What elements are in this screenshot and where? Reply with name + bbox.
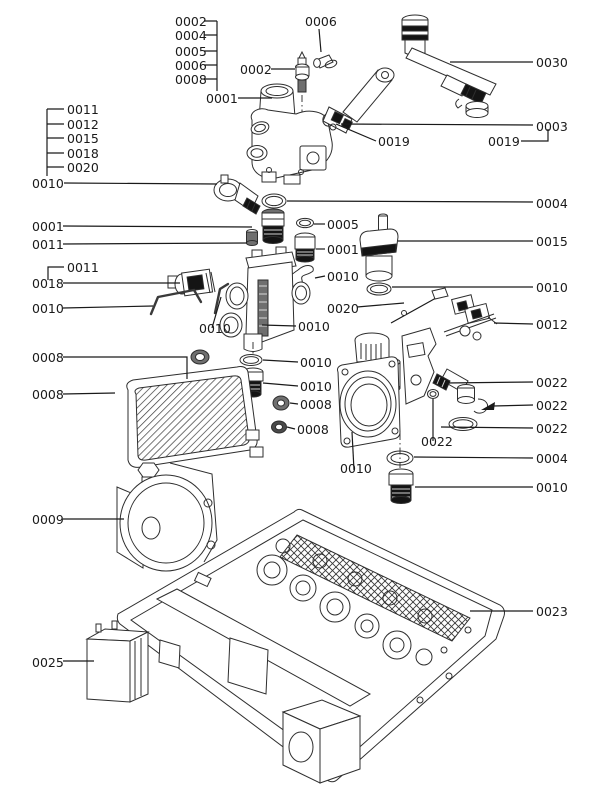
wire-clip-a-drawing (149, 288, 203, 316)
callout-label: 0005 (327, 217, 359, 232)
callout-label: 0018 (67, 146, 99, 161)
callout-label: 0001 (206, 91, 238, 106)
fitting-center-drawing (294, 232, 316, 263)
callout-label: 0020 (327, 301, 359, 316)
callout-label: 0008 (32, 387, 64, 402)
callout-label: 0008 (297, 422, 329, 437)
callout-label: 0010 (300, 355, 332, 370)
callout-label: 0010 (536, 480, 568, 495)
callout-label: 0002 (240, 62, 272, 77)
clamp-fitting-drawing (213, 174, 261, 215)
o-ring-upper-drawing (261, 193, 287, 209)
o-ring-under-vent-drawing (366, 282, 392, 296)
washer-center-drawing (239, 354, 263, 366)
callout-label: 0003 (536, 119, 568, 134)
screw-drawing (313, 54, 338, 69)
callout-label: 0025 (32, 655, 64, 670)
chassis-tray-drawing (116, 508, 505, 784)
manifold-drawing (219, 246, 311, 357)
callout-label: 0020 (67, 160, 99, 175)
o-ring-small-drawing (296, 217, 314, 229)
callout-label: 0006 (305, 14, 337, 29)
fan-housing-drawing (337, 327, 437, 468)
callout-label: 0030 (536, 55, 568, 70)
parts-artwork (85, 14, 505, 784)
callout-label: 0008 (300, 397, 332, 412)
callout-label: 0006 (175, 58, 207, 73)
callout-labels: 0002 0004 0005 0006 0008 0006 0002 0001 … (32, 14, 568, 670)
callout-label: 0010 (300, 379, 332, 394)
callout-label: 0010 (32, 176, 64, 191)
flow-sensor-drawing (167, 268, 216, 297)
callout-label: 0010 (536, 280, 568, 295)
pipe-with-cap-drawing (401, 14, 497, 118)
callout-label: 0010 (327, 269, 359, 284)
callout-label: 0008 (175, 72, 207, 87)
callout-label: 0001 (327, 242, 359, 257)
small-o-ring-drawing (427, 389, 439, 399)
callout-label: 0011 (67, 260, 99, 275)
callout-label: 0009 (32, 512, 64, 527)
callout-label: 0022 (536, 375, 568, 390)
callout-label: 0015 (67, 131, 99, 146)
callout-label: 0018 (32, 276, 64, 291)
elbow-pipe-drawing (432, 368, 489, 431)
callout-label: 0002 (175, 14, 207, 29)
callout-label: 0010 (199, 321, 231, 336)
wire-clip-b-drawing (213, 282, 230, 315)
bushing-drawing (246, 229, 258, 246)
callout-label: 0010 (340, 461, 372, 476)
callout-label: 0011 (32, 237, 64, 252)
callout-label: 0004 (175, 28, 207, 43)
pump-drawing (116, 462, 218, 572)
plug-right-drawing (388, 468, 414, 504)
washer-right-drawing (386, 450, 414, 466)
callout-label: 0022 (536, 421, 568, 436)
callout-label: 0011 (67, 102, 99, 117)
callout-label: 0022 (421, 434, 453, 449)
heat-exchanger-drawing (126, 366, 264, 468)
needle-pin-drawing (390, 287, 449, 324)
callout-label: 0023 (536, 604, 568, 619)
callout-label: 0012 (67, 117, 99, 132)
pressure-switch-drawing (443, 294, 498, 341)
callout-label: 0015 (536, 234, 568, 249)
callout-label: 0004 (536, 196, 568, 211)
fitting-left-drawing (261, 208, 285, 244)
nut-lower-drawing (271, 420, 288, 434)
valve-assembly-drawing (246, 83, 340, 185)
callout-label: 0010 (32, 301, 64, 316)
callout-label: 0012 (536, 317, 568, 332)
callout-label: 0001 (32, 219, 64, 234)
callout-label: 0004 (536, 451, 568, 466)
o-ring-lower-drawing (272, 395, 290, 411)
leader-lines (46, 20, 549, 662)
control-box-drawing (85, 620, 150, 703)
air-vent-drawing (359, 213, 399, 282)
actuator-drawing (322, 67, 395, 134)
callout-label: 0022 (536, 398, 568, 413)
callout-label: 0005 (175, 44, 207, 59)
temperature-sensor-drawing (295, 50, 310, 128)
callout-label: 0019 (378, 134, 410, 149)
callout-label: 0019 (488, 134, 520, 149)
callout-label: 0008 (32, 350, 64, 365)
callout-label: 0010 (298, 319, 330, 334)
